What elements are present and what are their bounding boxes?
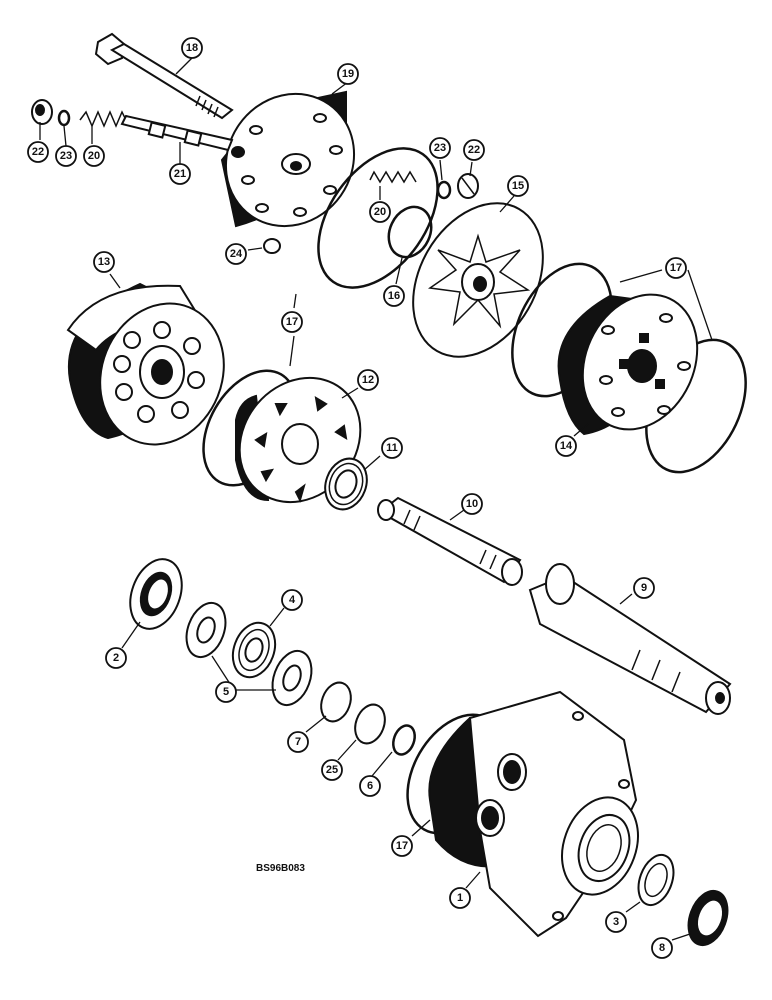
callout-12: 12 [357, 369, 379, 391]
part-gerotor-housing [66, 282, 225, 446]
callout-18: 18 [181, 37, 203, 59]
callout-2: 2 [105, 647, 127, 669]
svg-text:20: 20 [88, 150, 100, 162]
part-wear-plate [412, 202, 544, 358]
callout-16: 16 [383, 285, 405, 307]
svg-text:15: 15 [512, 180, 524, 192]
svg-text:19: 19 [342, 68, 354, 80]
callout-24: 24 [225, 243, 247, 265]
svg-text:8: 8 [659, 942, 665, 954]
part-check-ball [263, 238, 281, 254]
part-plug-upper-left [31, 99, 53, 125]
part-thrust-washers [185, 601, 313, 707]
callout-5: 5 [215, 681, 237, 703]
svg-text:3: 3 [613, 916, 619, 928]
callout-17: 17 [281, 311, 303, 333]
callout-20: 20 [83, 145, 105, 167]
svg-text:23: 23 [60, 150, 72, 162]
callout-3: 3 [605, 911, 627, 933]
callout-13: 13 [93, 251, 115, 273]
part-bearing-cup [129, 558, 183, 630]
part-ring-small [387, 205, 433, 259]
part-seal-ring-upper [317, 147, 439, 289]
svg-text:14: 14 [560, 440, 573, 452]
svg-text:4: 4 [289, 594, 296, 606]
part-spool [120, 114, 234, 152]
svg-text:22: 22 [468, 144, 480, 156]
svg-text:21: 21 [174, 168, 186, 180]
part-o-ring-upper-left [57, 109, 71, 127]
part-end-cap [220, 90, 356, 228]
callout-22: 22 [463, 139, 485, 161]
svg-text:17: 17 [670, 262, 682, 274]
part-shaft-seal [687, 889, 729, 947]
svg-text:7: 7 [295, 736, 301, 748]
part-needle-thrust-bearing [231, 621, 277, 679]
part-seal-25 [354, 703, 386, 745]
callout-23: 23 [429, 137, 451, 159]
svg-text:9: 9 [641, 582, 647, 594]
callout-11: 11 [381, 437, 403, 459]
callout-15: 15 [507, 175, 529, 197]
part-bolt [94, 32, 234, 120]
callout-17: 17 [665, 257, 687, 279]
svg-text:22: 22 [32, 146, 44, 158]
part-thrust-bearing [324, 457, 368, 511]
callout-22: 22 [27, 141, 49, 163]
part-main-housing [428, 690, 639, 938]
part-output-shaft [528, 563, 732, 715]
part-seal-7 [320, 681, 352, 723]
callout-20: 20 [369, 201, 391, 223]
svg-text:2: 2 [113, 652, 119, 664]
svg-text:17: 17 [396, 840, 408, 852]
part-plug-right [457, 173, 479, 199]
part-drive-shaft [377, 496, 523, 586]
figure-code: BS96B083 [256, 863, 305, 874]
svg-text:12: 12 [362, 374, 374, 386]
callout-19: 19 [337, 63, 359, 85]
callout-23: 23 [55, 145, 77, 167]
callout-8: 8 [651, 937, 673, 959]
part-o-ring-6 [392, 724, 416, 756]
callout-17: 17 [391, 835, 413, 857]
part-needle-bearing-small [637, 853, 675, 907]
svg-text:13: 13 [98, 256, 110, 268]
callout-4: 4 [281, 589, 303, 611]
callout-10: 10 [461, 493, 483, 515]
svg-text:20: 20 [374, 206, 386, 218]
svg-text:23: 23 [434, 142, 446, 154]
svg-text:5: 5 [223, 686, 229, 698]
callout-21: 21 [169, 163, 191, 185]
svg-text:18: 18 [186, 42, 198, 54]
part-spring-middle [369, 170, 417, 184]
callout-7: 7 [287, 731, 309, 753]
callout-6: 6 [359, 775, 381, 797]
part-valve-housing [557, 293, 699, 436]
callout-25: 25 [321, 759, 343, 781]
svg-text:17: 17 [286, 316, 298, 328]
callout-9: 9 [633, 577, 655, 599]
svg-text:11: 11 [386, 442, 398, 454]
svg-text:1: 1 [457, 892, 463, 904]
svg-text:10: 10 [466, 498, 478, 510]
part-o-ring-right [436, 180, 452, 200]
part-spring-upper-left [79, 110, 129, 128]
svg-text:16: 16 [388, 290, 400, 302]
callout-14: 14 [555, 435, 577, 457]
svg-text:25: 25 [326, 764, 338, 776]
svg-text:24: 24 [230, 248, 243, 260]
svg-text:6: 6 [367, 780, 373, 792]
leader-lines [39, 57, 713, 941]
callout-1: 1 [449, 887, 471, 909]
